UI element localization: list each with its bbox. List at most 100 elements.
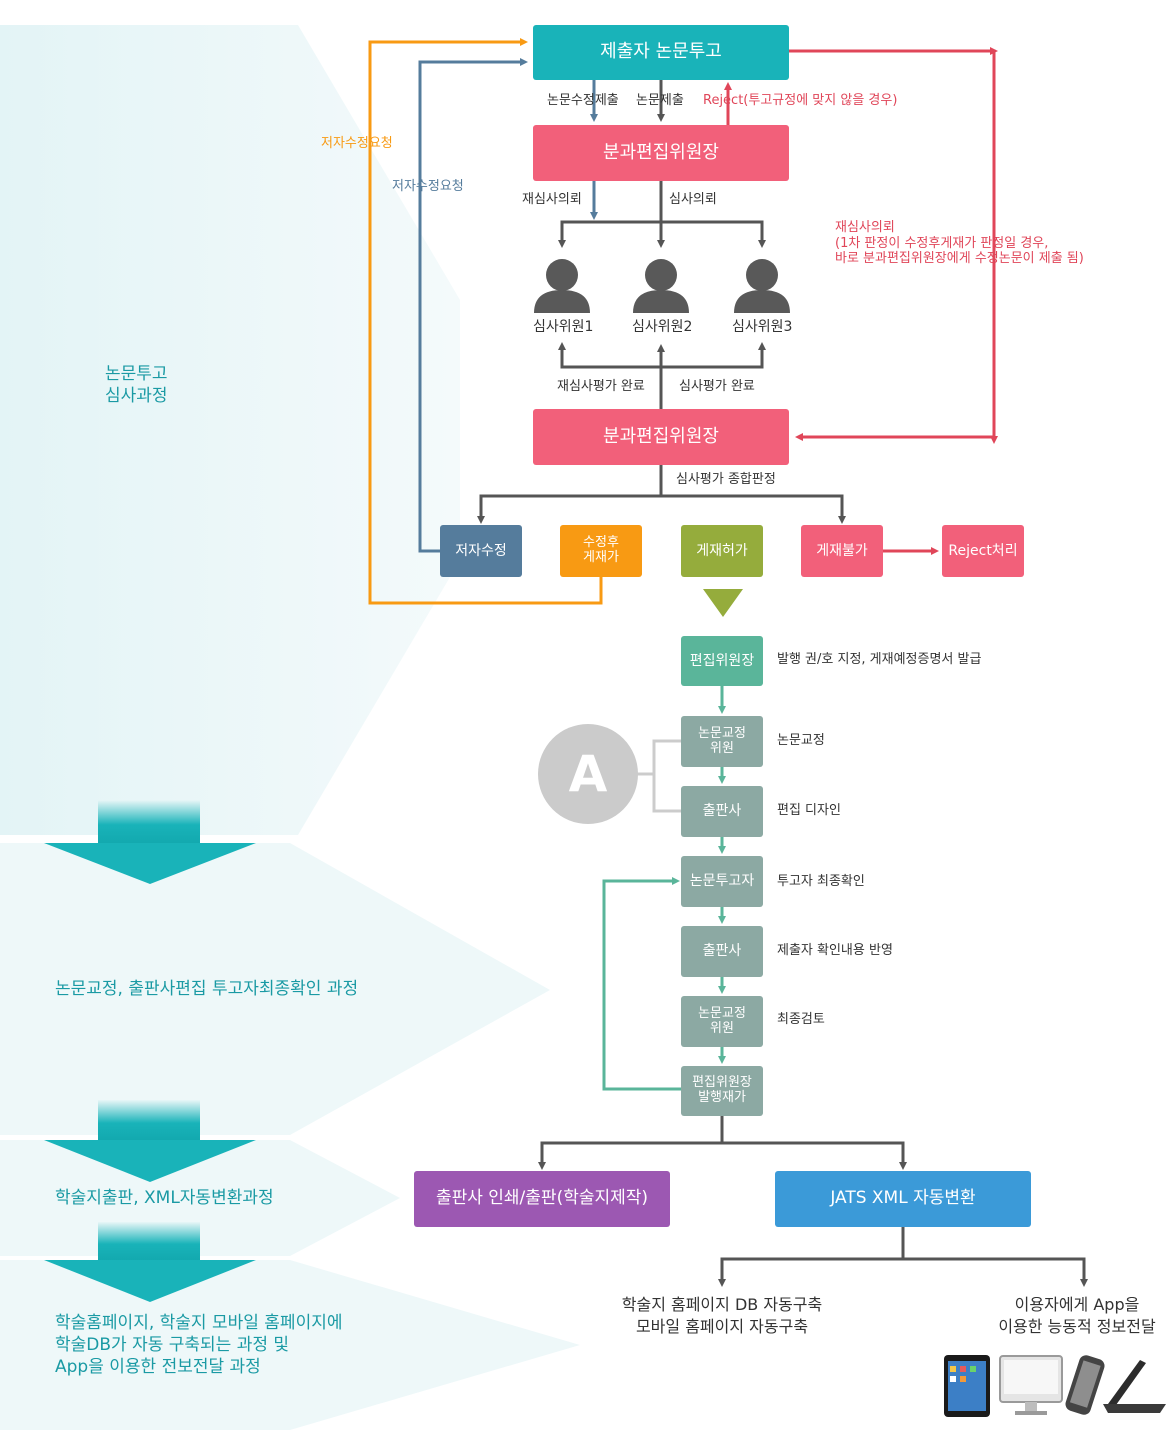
node-text: 위원 <box>710 1020 734 1036</box>
node-author-confirm: 논문투고자 <box>681 856 763 907</box>
node-jats-xml: JATS XML 자동변환 <box>775 1171 1031 1227</box>
node-reject-publish: 게재불가 <box>801 525 883 577</box>
node-text: 분과편집위원장 <box>603 141 719 163</box>
node-revise-then-publish: 수정후 게재가 <box>560 525 642 577</box>
node-editor-chief-approval: 편집위원장 발행재가 <box>681 1066 763 1116</box>
node-proofreader-final: 논문교정 위원 <box>681 996 763 1047</box>
reviewer-3-label: 심사위원3 <box>732 319 793 335</box>
accept-down-triangle <box>703 589 743 617</box>
connector-red-loop <box>789 49 996 441</box>
label-review-request: 심사의뢰 <box>669 192 717 207</box>
note-line: 재심사의뢰 <box>835 220 895 235</box>
node-text: Reject처리 <box>948 542 1018 559</box>
stage-text-line: 심사과정 <box>105 386 168 407</box>
node-text: 게재불가 <box>816 542 868 559</box>
node-text: 제출자 논문투고 <box>600 41 722 63</box>
a-badge-letter: A <box>568 745 608 803</box>
label-revised-submit: 논문수정제출 <box>547 93 619 108</box>
node-section-chair-final: 분과편집위원장 <box>533 409 789 465</box>
note-line: 바로 분과편집위원장에게 수정논문이 제출 됨) <box>835 251 1084 267</box>
label-review-done: 심사평가 완료 <box>679 379 755 394</box>
node-print-publish: 출판사 인쇄/출판(학술지제작) <box>414 1171 670 1227</box>
node-editor-chief: 편집위원장 <box>681 636 763 686</box>
node-text: 수정후 <box>583 535 619 551</box>
stage-band-proof <box>0 843 550 1135</box>
desc-author-final-check: 투고자 최종확인 <box>777 874 865 889</box>
node-text: 위원 <box>710 740 734 756</box>
stage-text-line: 학술지출판, XML자동변환과정 <box>55 1188 274 1208</box>
stage-text-line: 학술홈페이지, 학술지 모바일 홈페이지에 <box>55 1313 343 1333</box>
connector-slate-loop <box>418 58 528 553</box>
person-icon <box>734 259 790 313</box>
label-author-request-slate: 저자수정요청 <box>392 179 464 194</box>
stage-arrow-down <box>44 800 256 884</box>
node-accept: 게재허가 <box>681 525 763 577</box>
person-icon <box>633 259 689 313</box>
stage-arrow-down <box>44 1100 256 1182</box>
stage-text-line: 논문투고 <box>105 364 168 384</box>
node-text: JATS XML 자동변환 <box>830 1188 976 1209</box>
node-proofreader: 논문교정 위원 <box>681 716 763 767</box>
node-text: 논문교정 <box>698 1005 746 1021</box>
desc-proofreading: 논문교정 <box>777 733 825 748</box>
label-author-request-orange: 저자수정요청 <box>321 136 393 151</box>
stage-label-proof: 논문교정, 출판사편집 투고자최종확인 과정 <box>55 978 358 1000</box>
stage-text-line: 논문교정, 출판사편집 투고자최종확인 과정 <box>55 979 359 999</box>
tablet-icon <box>944 1355 990 1417</box>
desc-final-review: 최종검토 <box>777 1012 825 1027</box>
stage-label-delivery: 학술홈페이지, 학술지 모바일 홈페이지에 학술DB가 자동 구축되는 과정 및… <box>55 1312 343 1378</box>
node-text: 출판사 <box>702 943 742 960</box>
stage-text-line: App을 이용한 전보전달 과정 <box>55 1357 261 1378</box>
connector <box>479 494 844 518</box>
stage-label-review: 논문투고 심사과정 <box>105 363 168 407</box>
node-text: 게재가 <box>583 550 619 565</box>
desc-homepage-db: 학술지 홈페이지 DB 자동구축 모바일 홈페이지 자동구축 <box>582 1294 862 1339</box>
node-text: 논문투고자 <box>689 873 755 890</box>
node-text: 분과편집위원장 <box>603 425 719 447</box>
label-overall-decision: 심사평가 종합판정 <box>676 472 776 487</box>
monitor-icon <box>999 1355 1063 1415</box>
stage-text-line: 학술DB가 자동 구축되는 과정 및 <box>55 1335 290 1356</box>
reviewer-2-label: 심사위원2 <box>632 319 693 335</box>
a-bracket <box>652 739 681 813</box>
node-text: 출판사 <box>702 803 742 820</box>
a-badge-circle <box>538 724 638 824</box>
node-text: 게재허가 <box>696 542 748 559</box>
node-text: 발행재가 <box>698 1090 746 1105</box>
label-re-review-done: 재심사평가 완료 <box>557 379 645 394</box>
note-line: (1차 판정이 수정후게재가 판정일 경우, <box>835 235 1049 251</box>
desc-apply-submitter-check: 제출자 확인내용 반영 <box>777 943 893 958</box>
person-icon <box>534 259 590 313</box>
node-text: 편집위원장 <box>689 652 755 669</box>
label-paper-submit: 논문제출 <box>636 93 684 108</box>
node-publisher-revise: 출판사 <box>681 926 763 977</box>
node-publisher: 출판사 <box>681 786 763 837</box>
desc-app-delivery: 이용자에게 App을 이용한 능동적 정보전달 <box>984 1294 1170 1339</box>
laptop-icon <box>1103 1360 1166 1413</box>
desc-edit-design: 편집 디자인 <box>777 803 841 818</box>
phone-icon <box>1065 1355 1105 1415</box>
desc-line: 이용자에게 App을 <box>1014 1295 1140 1314</box>
desc-issue-assign: 발행 권/호 지정, 게재예정증명서 발급 <box>777 652 982 667</box>
node-section-chair: 분과편집위원장 <box>533 125 789 181</box>
desc-line: 이용한 능동적 정보전달 <box>998 1317 1156 1337</box>
stage-arrow-down <box>44 1222 256 1302</box>
node-author-revise: 저자수정 <box>440 525 522 577</box>
desc-line: 모바일 홈페이지 자동구축 <box>635 1317 809 1337</box>
node-text: 저자수정 <box>455 542 507 559</box>
desc-line: 학술지 홈페이지 DB 자동구축 <box>621 1295 823 1314</box>
stage-band-delivery <box>0 1260 580 1430</box>
connector-orange-loop <box>368 38 603 605</box>
reviewer-1-label: 심사위원1 <box>533 319 594 335</box>
node-text: 출판사 인쇄/출판(학술지제작) <box>435 1188 649 1209</box>
node-text: 논문교정 <box>698 725 746 741</box>
stage-label-publish: 학술지출판, XML자동변환과정 <box>55 1187 274 1209</box>
label-reject-rule: Reject(투고규정에 맞지 않을 경우) <box>703 93 898 108</box>
node-submitter: 제출자 논문투고 <box>533 25 789 80</box>
connector <box>560 348 764 369</box>
label-re-review-note: 재심사의뢰 (1차 판정이 수정후게재가 판정일 경우, 바로 분과편집위원장에… <box>835 220 1084 267</box>
label-re-review-request: 재심사의뢰 <box>522 192 582 207</box>
stage-band-review <box>0 25 460 835</box>
node-text: 편집위원장 <box>692 1075 752 1091</box>
